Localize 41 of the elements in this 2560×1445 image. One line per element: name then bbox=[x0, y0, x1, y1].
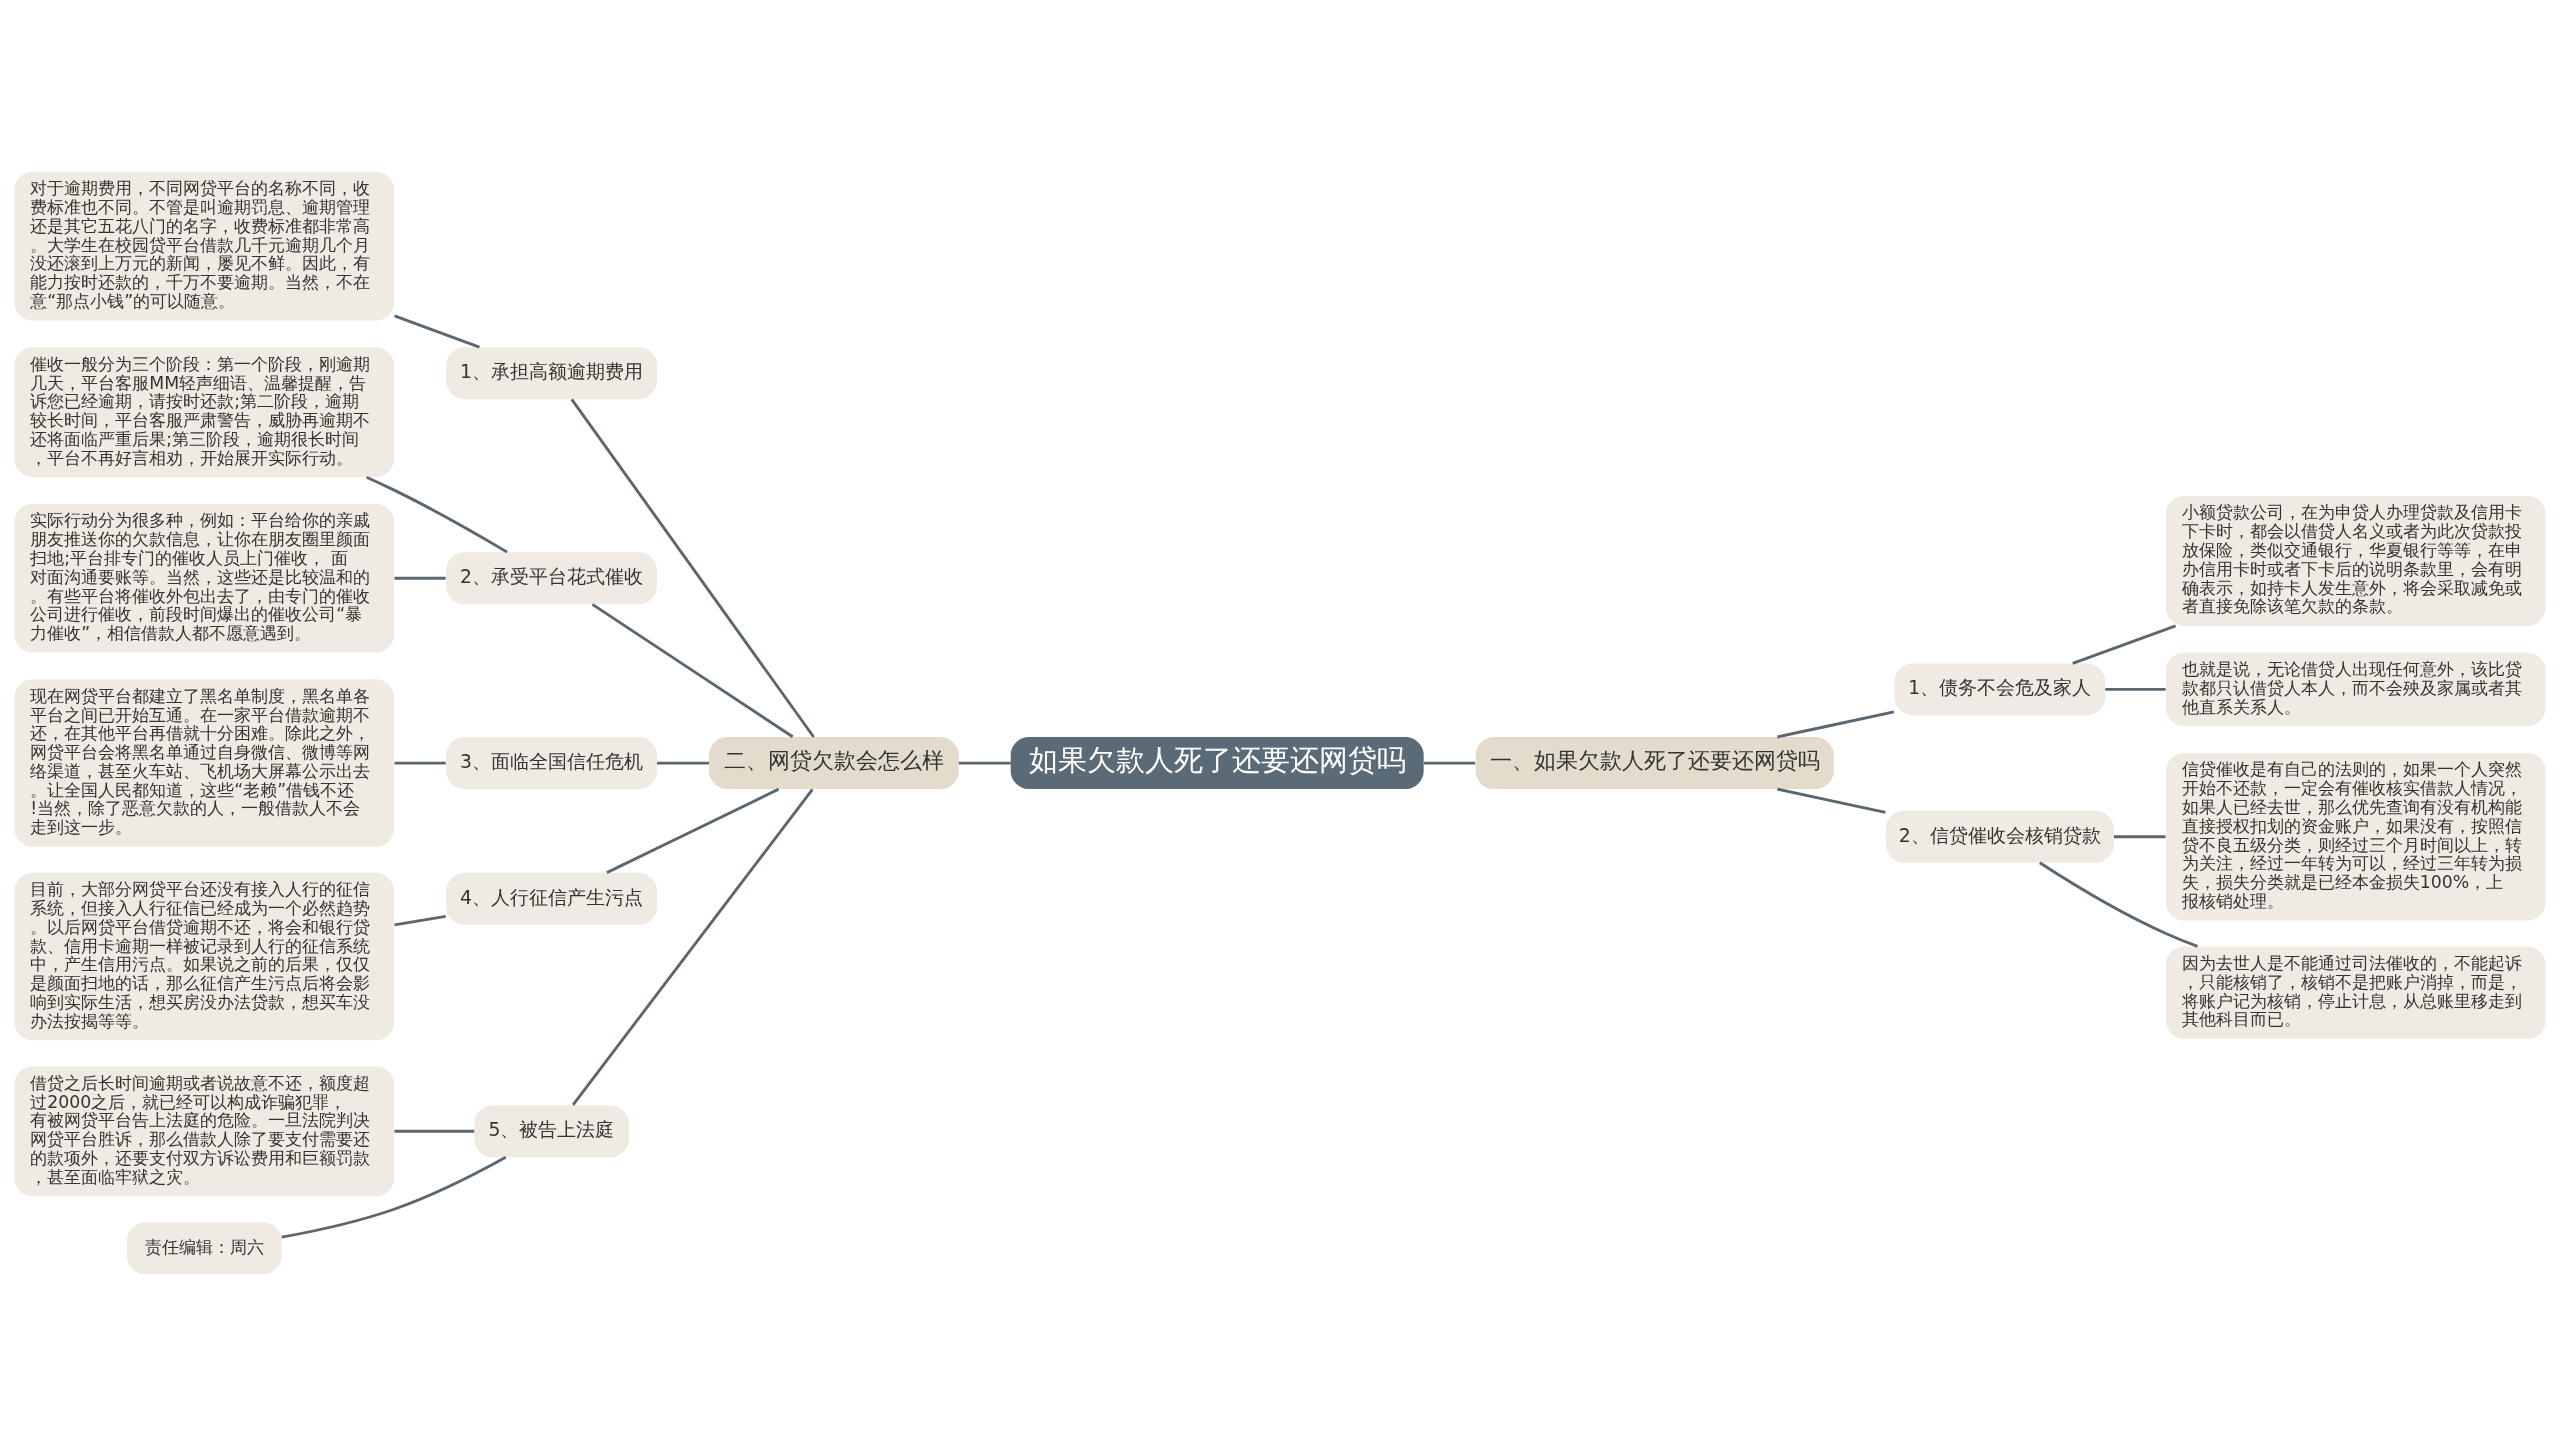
node-box: 1、债务不会危及家人 bbox=[1894, 662, 2106, 715]
connector bbox=[571, 787, 814, 1106]
node-box: 4、人行征信产生污点 bbox=[446, 872, 657, 925]
connector bbox=[2113, 834, 2166, 838]
node-box: 1、承担高额逾期费用 bbox=[446, 346, 657, 399]
node-box: 借贷之后长时间逾期或者说故意不还，额度超过2000之后，就已经可以构成诈骗犯罪，有被网贷平台告上法庭的危险。一旦法院判决网贷平台胜诉，那么借款人除了要支付需要还的款项外，还要支付双方诉讼费用和巨额罚款，甚至面临牢狱之灾。 bbox=[14, 1065, 395, 1196]
connector bbox=[1776, 787, 1886, 814]
connector bbox=[281, 1155, 507, 1239]
node-box: 如果欠款人死了还要还网贷吗 bbox=[1010, 736, 1424, 789]
connector bbox=[591, 602, 794, 738]
node-box: 催收一般分为三个阶段：第一个阶段，刚逾期几天，平台客服MM轻声细语、温馨提醒，告诉您已经逾期，请按时还款;第二阶段，逾期较长时间，平台客服严肃警告，威胁再逾期不还将面临严重后果;第三阶段，逾期很长时间，平台不再好言相劝，开始展开实际行动。 bbox=[14, 346, 395, 477]
node-box: 5、被告上法庭 bbox=[474, 1104, 629, 1157]
node-box: 也就是说，无论借贷人出现任何意外，该比贷款都只认借贷人本人，而不会殃及家属或者其他直系关系人。 bbox=[2165, 652, 2546, 726]
connector bbox=[2039, 861, 2198, 948]
node-box: 因为去世人是不能通过司法催收的，不能起诉，只能核销了，核销不是把账户消掉，而是，将账户记为核销，停止计息，从总账里移走到其他科目而已。 bbox=[2165, 945, 2546, 1039]
connector bbox=[570, 398, 815, 738]
node-box: 现在网贷平台都建立了黑名单制度，黑名单各平台之间已开始互通。在一家平台借款逾期不还，在其他平台再借就十分困难。除此之外，网贷平台会将黑名单通过自身微信、微博等网络渠道，甚至火车站、飞机场大屏幕公示出去。让全国人民都知道，这些“老赖”借钱不还!当然，除了恶意欠款的人，一般借款人不会走到这一步。 bbox=[14, 678, 395, 847]
connector bbox=[1423, 761, 1476, 764]
connector bbox=[366, 475, 508, 553]
connector bbox=[2072, 624, 2177, 665]
connector bbox=[394, 1129, 475, 1133]
node-box: 小额贷款公司，在为申贷人办理贷款及信用卡下卡时，都会以借贷人名义或者为此次贷款投放保险，类似交通银行，华夏银行等等，在申办信用卡时或者下卡后的说明条款里，会有明确表示，如持卡人发生意外，将会采取减免或者直接免除该笔欠款的条款。 bbox=[2165, 495, 2546, 626]
node-box: 2、承受平台花式催收 bbox=[446, 551, 657, 604]
connector bbox=[394, 761, 446, 764]
connector bbox=[394, 914, 446, 926]
connector bbox=[606, 787, 780, 874]
node-box: 信贷催收是有自己的法则的，如果一个人突然开始不还款，一定会有催收核实借款人情况，如果人已经去世，那么优先查询有没有机构能直接授权扣划的资金账户，如果没有，按照信贷不良五级分类，则经过三个月时间以上，转为关注，经过一年转为可以，经过三年转为损失，损失分类就是已经本金损失100%，上报核销处理。 bbox=[2165, 752, 2546, 920]
node-box: 2、信贷催收会核销贷款 bbox=[1885, 810, 2114, 863]
connector bbox=[394, 576, 446, 580]
node-box: 目前，大部分网贷平台还没有接入人行的征信系统，但接入人行征信已经成为一个必然趋势。以后网贷平台借贷逾期不还，将会和银行贷款、信用卡逾期一样被记录到人行的征信系统中，产生信用污点。如果说之前的后果，仅仅是颜面扫地的话，那么征信产生污点后将会影响到实际生活，想买房没办法贷款，想买车没办法按揭等等。 bbox=[14, 872, 395, 1040]
connector bbox=[958, 761, 1011, 764]
node-box: 实际行动分为很多种，例如：平台给你的亲戚朋友推送你的欠款信息，让你在朋友圈里颜面扫地;平台排专门的催收人员上门催收， 面对面沟通要账等。当然，这些还是比较温和的。有些平台将催收外包出去了，由专门的催收公司进行催收，前段时间爆出的催收公司“暴力催收”，相信借款人都不愿意遇到。 bbox=[14, 503, 395, 653]
connector bbox=[394, 313, 480, 348]
node-box: 二、网贷欠款会怎么样 bbox=[708, 736, 959, 789]
node-box: 一、如果欠款人死了还要还网贷吗 bbox=[1475, 736, 1834, 789]
connector bbox=[1776, 710, 1895, 738]
node-box: 责任编辑：周六 bbox=[127, 1221, 282, 1274]
node-box: 对于逾期费用，不同网贷平台的名称不同，收费标准也不同。不管是叫逾期罚息、逾期管理还是其它五花八门的名字，收费标准都非常高。大学生在校园贷平台借款几千元逾期几个月没还滚到上万元的新闻，屡见不鲜。因此，有能力按时还款的，千万不要逾期。当然，不在意“那点小钱”的可以随意。 bbox=[14, 171, 395, 320]
connector bbox=[2105, 687, 2166, 691]
node-box: 3、面临全国信任危机 bbox=[446, 736, 657, 789]
connector bbox=[657, 761, 709, 764]
